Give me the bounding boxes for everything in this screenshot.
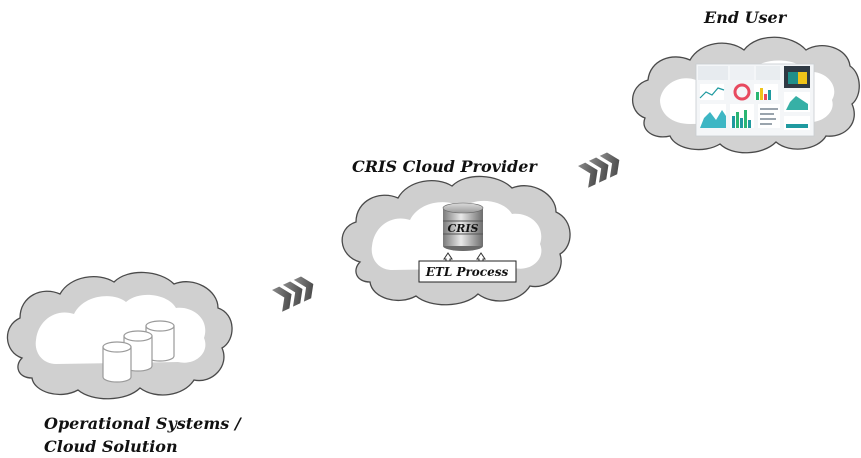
etl-process-label: ETL Process (425, 265, 509, 279)
etl-process-box (418, 260, 517, 283)
dashboard-thumbnail-icon (695, 63, 815, 137)
cris-provider-cloud: CRIS ETL Process (341, 175, 571, 306)
cloud-icon (632, 36, 860, 154)
database-icon: CRIS (442, 202, 484, 251)
operational-cloud (6, 271, 233, 400)
cris-provider-label: CRIS Cloud Provider (352, 157, 537, 176)
cloud-icon (341, 175, 571, 306)
operational-label-line2: Cloud Solution (44, 437, 178, 456)
operational-systems-label: Operational Systems / Cloud Solution (44, 412, 241, 458)
end-user-label: End User (704, 8, 787, 27)
database-icon (145, 320, 175, 362)
chevron-arrow-icon (578, 152, 620, 188)
end-user-cloud (632, 36, 860, 154)
operational-label-line1: Operational Systems / (44, 414, 241, 433)
cris-db-label: CRIS (448, 222, 479, 235)
cloud-icon (6, 271, 233, 400)
chevron-arrow-icon (272, 276, 314, 312)
database-icon (102, 341, 132, 383)
